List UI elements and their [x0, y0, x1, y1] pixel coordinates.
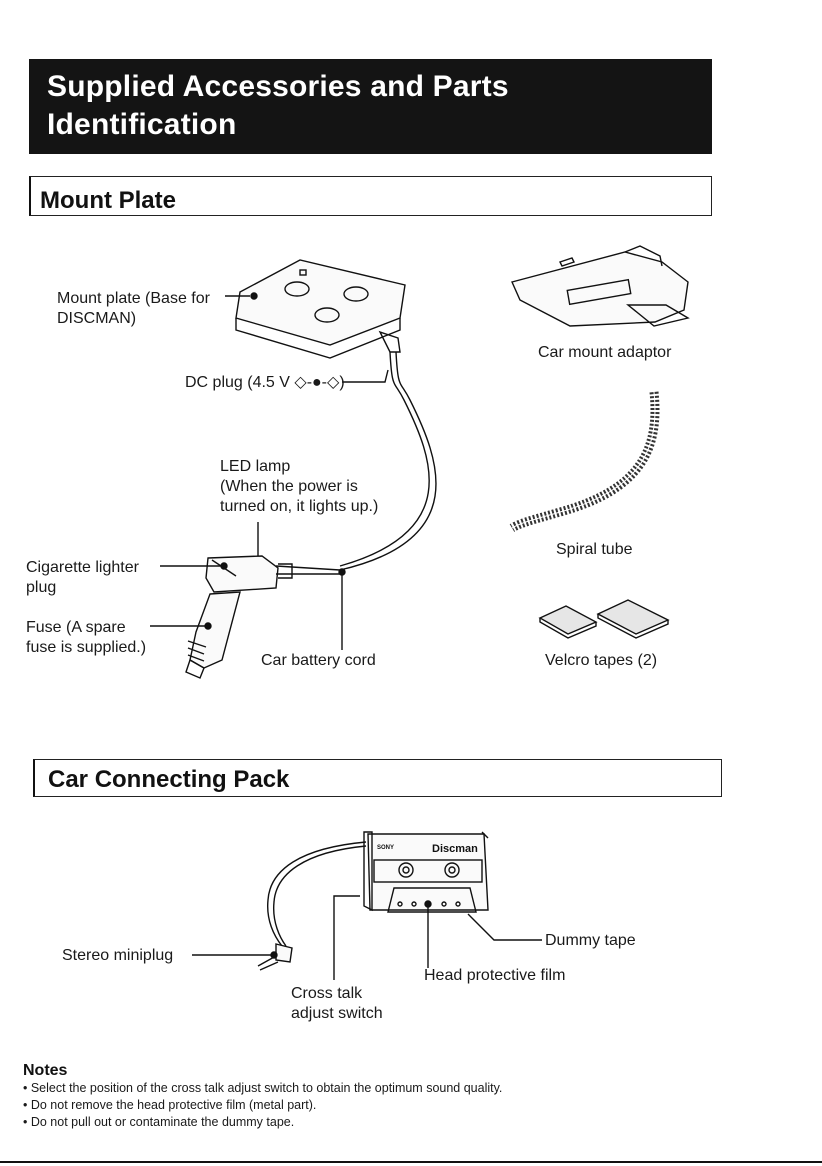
label-dc-plug: DC plug (4.5 V ◇-●-◇)	[185, 374, 345, 391]
label-cross-talk-switch: Cross talk adjust switch	[291, 984, 383, 1024]
notes-list: • Select the position of the cross talk …	[23, 1080, 502, 1131]
label-cross-line-1: Cross talk	[291, 985, 363, 1002]
label-fuse-line-2: fuse is supplied.)	[26, 639, 147, 656]
label-mount-plate-line-1: Mount plate (Base for	[57, 290, 210, 307]
notes-title: Notes	[23, 1062, 68, 1079]
label-fuse-line-1: Fuse (A spare	[26, 619, 126, 636]
bottom-rule	[0, 1161, 822, 1163]
cassette-adaptor-illustration	[363, 831, 489, 913]
car-pack-section-title: Car Connecting Pack	[48, 766, 290, 793]
label-car-battery-cord: Car battery cord	[261, 652, 376, 669]
velcro-tapes-illustration	[538, 599, 670, 639]
cassette-logo: Discman	[432, 843, 478, 855]
label-cigarette-lighter: Cigarette lighter plug	[26, 558, 139, 598]
label-stereo-miniplug: Stereo miniplug	[62, 947, 174, 964]
note-item: • Do not pull out or contaminate the dum…	[23, 1115, 295, 1129]
label-head-protective-film: Head protective film	[424, 967, 566, 984]
label-velcro-tapes: Velcro tapes (2)	[545, 652, 658, 669]
label-cross-line-2: adjust switch	[291, 1005, 383, 1022]
label-led-line-1: LED lamp	[220, 458, 291, 475]
mount-plate-illustration	[235, 259, 406, 359]
label-cig-line-1: Cigarette lighter	[26, 559, 139, 576]
cassette-brand: SONY	[377, 845, 394, 851]
note-item: • Do not remove the head protective film…	[23, 1098, 317, 1112]
page-title-line-2: Identification	[47, 108, 237, 141]
label-fuse: Fuse (A spare fuse is supplied.)	[26, 618, 146, 658]
spiral-tube-illustration	[509, 391, 660, 532]
mount-plate-section-box	[29, 176, 712, 216]
label-led-line-3: turned on, it lights up.)	[220, 498, 379, 515]
label-spiral-tube: Spiral tube	[556, 541, 633, 558]
label-led-line-2: (When the power is	[220, 478, 358, 495]
mount-plate-section-title: Mount Plate	[40, 187, 176, 214]
label-mount-plate: Mount plate (Base for DISCMAN)	[57, 289, 210, 329]
label-mount-plate-line-2: DISCMAN)	[57, 310, 137, 327]
label-dummy-tape: Dummy tape	[545, 932, 636, 949]
car-pack-section-box	[33, 759, 722, 797]
label-car-mount-adaptor: Car mount adaptor	[538, 344, 672, 361]
page-title-line-1: Supplied Accessories and Parts	[47, 70, 509, 103]
title-banner	[29, 59, 712, 154]
label-led-lamp: LED lamp (When the power is turned on, i…	[220, 457, 378, 517]
page-title: Supplied Accessories and Parts Identific…	[47, 68, 509, 144]
car-mount-adaptor-illustration	[511, 245, 690, 327]
note-item: • Select the position of the cross talk …	[23, 1081, 503, 1095]
label-cig-line-2: plug	[26, 579, 57, 596]
